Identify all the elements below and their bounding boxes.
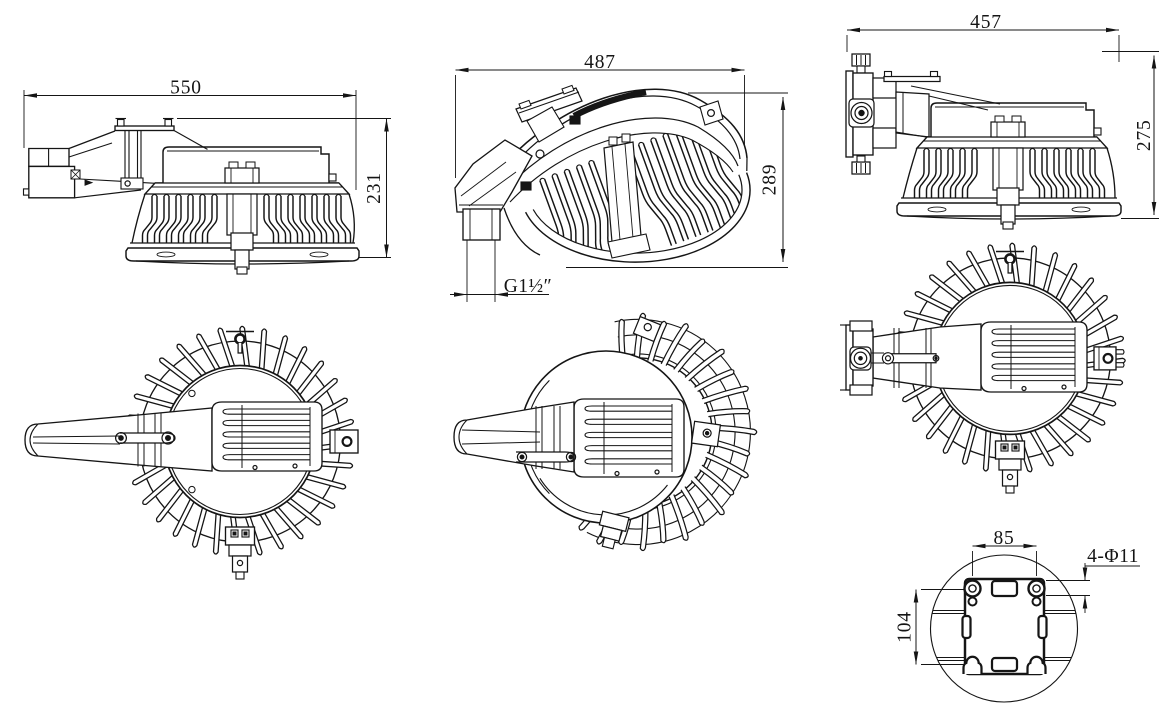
svg-text:231: 231 [364,172,385,204]
svg-text:4-Φ11: 4-Φ11 [1087,546,1139,567]
svg-text:487: 487 [584,52,616,73]
svg-text:85: 85 [993,528,1014,549]
svg-text:G1½″: G1½″ [504,276,553,297]
svg-text:104: 104 [895,611,916,643]
svg-text:275: 275 [1134,119,1155,151]
svg-text:550: 550 [170,78,202,99]
svg-text:289: 289 [760,164,781,196]
svg-text:457: 457 [970,12,1002,33]
